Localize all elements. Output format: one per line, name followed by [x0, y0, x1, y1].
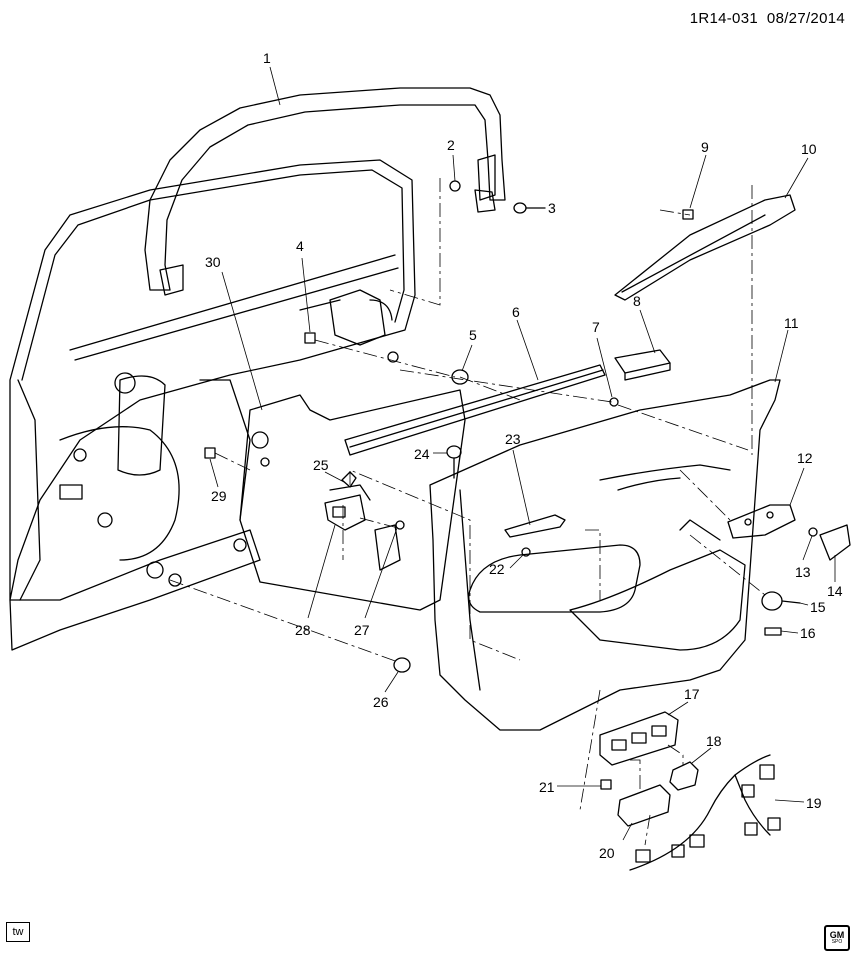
diagram-header: 1R14-031 08/27/2014 [690, 10, 845, 27]
part-10-belt-molding [614, 194, 796, 301]
part-11-trim-panel [429, 379, 781, 731]
part-21-clip [600, 779, 612, 790]
callout-4: 4 [296, 238, 304, 254]
part-28-bracket [324, 494, 366, 531]
callout-12: 12 [797, 450, 813, 466]
part-16-clip [764, 627, 782, 636]
callout-16: 16 [800, 625, 816, 641]
diagram-date: 08/27/2014 [766, 10, 845, 27]
callout-28: 28 [295, 622, 311, 638]
callout-27: 27 [354, 622, 370, 638]
callout-8: 8 [633, 293, 641, 309]
gm-logo: GM SPO [824, 925, 850, 951]
part-3-bolt [474, 189, 546, 214]
callout-7: 7 [592, 319, 600, 335]
part-20-switch [617, 784, 671, 827]
callout-10: 10 [801, 141, 817, 157]
part-1-window-molding [144, 87, 506, 296]
part-23-pull-handle [504, 514, 566, 538]
callout-9: 9 [701, 139, 709, 155]
diagram-code: 1R14-031 [689, 10, 758, 27]
part-13-screw [808, 527, 818, 537]
part-18-switch [669, 761, 699, 791]
part-2-grommet [449, 180, 461, 192]
callout-23: 23 [505, 431, 521, 447]
part-6-sealing-strip [344, 364, 606, 456]
part-12-mirror-trim [727, 504, 796, 539]
door-frame [9, 159, 416, 651]
callout-15: 15 [810, 599, 826, 615]
part-26-bumper [393, 657, 411, 673]
callout-3: 3 [548, 200, 556, 216]
callout-13: 13 [795, 564, 811, 580]
callout-26: 26 [373, 694, 389, 710]
part-22-screw [521, 547, 531, 557]
callout-25: 25 [313, 457, 329, 473]
part-29-clip [204, 447, 216, 459]
part-5-bumper [451, 369, 469, 385]
callout-29: 29 [211, 488, 227, 504]
part-8-bracket [614, 349, 671, 381]
callout-2: 2 [447, 137, 455, 153]
callout-21: 21 [539, 779, 555, 795]
tw-label: tw [12, 926, 24, 938]
part-25-fastener [341, 471, 357, 488]
part-15-lamp [761, 591, 801, 611]
callout-20: 20 [599, 845, 615, 861]
callout-1: 1 [263, 50, 271, 66]
part-14-cover [819, 524, 851, 561]
callout-14: 14 [827, 583, 843, 599]
callout-5: 5 [469, 327, 477, 343]
part-17-switch-bezel [599, 711, 679, 766]
part-9-clip [682, 209, 694, 220]
callout-6: 6 [512, 304, 520, 320]
callout-18: 18 [706, 733, 722, 749]
gm-logo-sub: SPO [831, 939, 843, 945]
callout-30: 30 [205, 254, 221, 270]
part-30-water-deflector [239, 389, 466, 611]
tw-badge: tw [6, 922, 30, 942]
callout-22: 22 [489, 561, 505, 577]
part-4-clip [304, 332, 316, 344]
callout-24: 24 [414, 446, 430, 462]
gm-logo-text: GM [829, 930, 845, 940]
callout-11: 11 [784, 315, 799, 331]
callout-17: 17 [684, 686, 700, 702]
part-27-bolt [395, 520, 405, 530]
assembly-centerlines [169, 178, 766, 846]
part-19-wiring-harness [629, 754, 781, 871]
callout-19: 19 [806, 795, 822, 811]
callout-labels: 1 2 3 4 5 6 7 8 9 10 11 12 13 14 15 16 1… [205, 50, 843, 861]
leader-lines [209, 66, 836, 841]
